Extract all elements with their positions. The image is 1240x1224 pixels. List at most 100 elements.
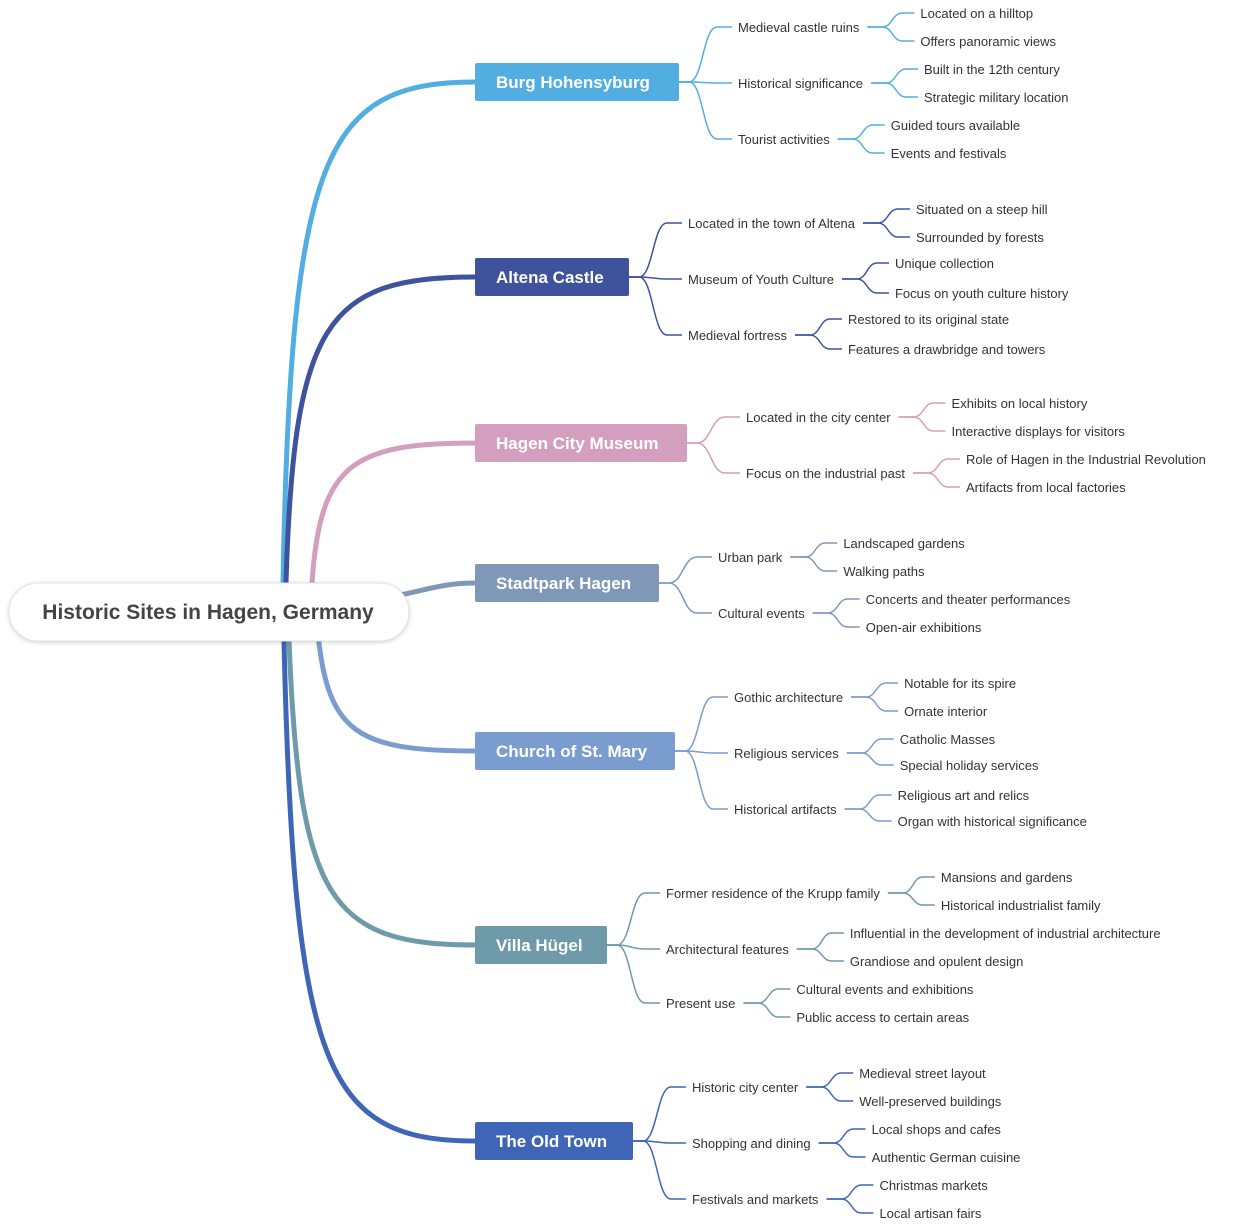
branch-node-villa-h-gel[interactable]: Villa Hügel — [475, 926, 607, 964]
leaf-node-concerts-and-theater-performances[interactable]: Concerts and theater performances — [866, 592, 1071, 607]
root-title: Historic Sites in Hagen, Germany — [42, 601, 374, 624]
subtopic-node-religious-services[interactable]: Religious services — [734, 746, 839, 761]
subtopic-node-gothic-architecture[interactable]: Gothic architecture — [734, 690, 843, 705]
subtopic-label: Tourist activities — [738, 132, 830, 147]
branch-node-stadtpark-hagen[interactable]: Stadtpark Hagen — [475, 564, 659, 602]
subtopic-node-tourist-activities[interactable]: Tourist activities — [738, 132, 830, 147]
subtopic-node-present-use[interactable]: Present use — [666, 996, 735, 1011]
branch-node-altena-castle[interactable]: Altena Castle — [475, 258, 629, 296]
leaf-connector — [912, 472, 960, 488]
leaf-node-well-preserved-buildings[interactable]: Well-preserved buildings — [859, 1094, 1002, 1109]
branch-node-church-of-st-mary[interactable]: Church of St. Mary — [475, 732, 675, 770]
leaf-node-artifacts-from-local-factories[interactable]: Artifacts from local factories — [966, 480, 1126, 495]
subtopic-connector — [659, 556, 712, 584]
leaf-connector — [812, 612, 860, 628]
subtopic-label: Historical significance — [738, 76, 863, 91]
leaf-node-exhibits-on-local-history[interactable]: Exhibits on local history — [952, 396, 1088, 411]
leaf-node-walking-paths[interactable]: Walking paths — [843, 564, 925, 579]
leaf-node-restored-to-its-original-state[interactable]: Restored to its original state — [848, 312, 1009, 327]
leaf-node-christmas-markets[interactable]: Christmas markets — [879, 1178, 988, 1193]
leaf-node-guided-tours-available[interactable]: Guided tours available — [891, 118, 1020, 133]
leaf-node-mansions-and-gardens[interactable]: Mansions and gardens — [941, 870, 1073, 885]
branch-node-label: Burg Hohensyburg — [496, 73, 650, 92]
subtopic-node-medieval-castle-ruins[interactable]: Medieval castle ruins — [738, 20, 860, 35]
leaf-node-role-of-hagen-in-the-industrial-revolution[interactable]: Role of Hagen in the Industrial Revoluti… — [966, 452, 1206, 467]
leaf-node-events-and-festivals[interactable]: Events and festivals — [891, 146, 1007, 161]
subtopic-node-architectural-features[interactable]: Architectural features — [666, 942, 789, 957]
leaf-node-catholic-masses[interactable]: Catholic Masses — [900, 732, 996, 747]
branch-node-burg-hohensyburg[interactable]: Burg Hohensyburg — [475, 63, 679, 101]
branch-node-label: Church of St. Mary — [496, 742, 648, 761]
branch-node-label: The Old Town — [496, 1132, 607, 1151]
leaf-node-built-in-the-12th-century[interactable]: Built in the 12th century — [924, 62, 1060, 77]
branch-node-box — [475, 424, 687, 462]
subtopic-node-historical-significance[interactable]: Historical significance — [738, 76, 863, 91]
leaf-node-grandiose-and-opulent-design[interactable]: Grandiose and opulent design — [850, 954, 1023, 969]
subtopic-node-former-residence-of-the-krupp-family[interactable]: Former residence of the Krupp family — [666, 886, 880, 901]
leaf-connector — [794, 318, 842, 336]
subtopic-node-focus-on-the-industrial-past[interactable]: Focus on the industrial past — [746, 466, 905, 481]
subtopic-label: Located in the town of Altena — [688, 216, 856, 231]
subtopic-label: Medieval fortress — [688, 328, 787, 343]
subtopic-node-urban-park[interactable]: Urban park — [718, 550, 783, 565]
leaf-connector — [846, 752, 894, 766]
leaf-node-public-access-to-certain-areas[interactable]: Public access to certain areas — [796, 1010, 969, 1025]
leaf-node-strategic-military-location[interactable]: Strategic military location — [924, 90, 1069, 105]
leaf-connector — [898, 402, 946, 418]
leaf-node-cultural-events-and-exhibitions[interactable]: Cultural events and exhibitions — [796, 982, 974, 997]
branch-connector-stadtpark-hagen — [397, 580, 478, 598]
leaf-node-notable-for-its-spire[interactable]: Notable for its spire — [904, 676, 1016, 691]
subtopic-connector — [679, 26, 732, 83]
subtopic-node-historical-artifacts[interactable]: Historical artifacts — [734, 802, 837, 817]
leaf-node-local-shops-and-cafes[interactable]: Local shops and cafes — [872, 1122, 1002, 1137]
root-node[interactable]: Historic Sites in Hagen, Germany — [8, 582, 410, 642]
subtopic-node-festivals-and-markets[interactable]: Festivals and markets — [692, 1192, 819, 1207]
leaf-node-interactive-displays-for-visitors[interactable]: Interactive displays for visitors — [952, 424, 1126, 439]
leaf-node-medieval-street-layout[interactable]: Medieval street layout — [859, 1066, 986, 1081]
leaf-connector — [846, 738, 894, 754]
leaf-connector — [790, 556, 838, 572]
leaf-node-organ-with-historical-significance[interactable]: Organ with historical significance — [898, 814, 1087, 829]
leaf-node-authentic-german-cuisine[interactable]: Authentic German cuisine — [872, 1150, 1021, 1165]
leaf-connector — [743, 1002, 791, 1018]
subtopic-label: Historic city center — [692, 1080, 799, 1095]
leaf-node-open-air-exhibitions[interactable]: Open-air exhibitions — [866, 620, 982, 635]
subtopic-node-museum-of-youth-culture[interactable]: Museum of Youth Culture — [688, 272, 834, 287]
leaf-node-religious-art-and-relics[interactable]: Religious art and relics — [898, 788, 1030, 803]
subtopic-connector — [679, 81, 732, 140]
leaf-node-ornate-interior[interactable]: Ornate interior — [904, 704, 988, 719]
leaf-connector — [837, 138, 885, 154]
subtopic-node-historic-city-center[interactable]: Historic city center — [692, 1080, 799, 1095]
leaf-node-historical-industrialist-family[interactable]: Historical industrialist family — [941, 898, 1101, 913]
leaf-connector — [826, 1198, 874, 1214]
leaf-node-influential-in-the-development-of-industrial-architecture[interactable]: Influential in the development of indust… — [850, 926, 1161, 941]
leaf-connector — [841, 278, 889, 294]
leaf-connector — [844, 794, 892, 810]
subtopic-node-shopping-and-dining[interactable]: Shopping and dining — [692, 1136, 811, 1151]
subtopic-node-cultural-events[interactable]: Cultural events — [718, 606, 805, 621]
leaf-node-special-holiday-services[interactable]: Special holiday services — [900, 758, 1039, 773]
branch-node-the-old-town[interactable]: The Old Town — [475, 1122, 633, 1160]
root-node-box — [8, 582, 410, 642]
leaf-connector — [826, 1184, 874, 1200]
leaf-node-focus-on-youth-culture-history[interactable]: Focus on youth culture history — [895, 286, 1069, 301]
leaf-connector — [851, 682, 899, 698]
leaf-node-landscaped-gardens[interactable]: Landscaped gardens — [843, 536, 965, 551]
leaf-node-local-artisan-fairs[interactable]: Local artisan fairs — [879, 1206, 981, 1221]
leaf-node-surrounded-by-forests[interactable]: Surrounded by forests — [916, 230, 1044, 245]
subtopic-node-located-in-the-city-center[interactable]: Located in the city center — [746, 410, 891, 425]
leaf-node-unique-collection[interactable]: Unique collection — [895, 256, 994, 271]
leaf-node-situated-on-a-steep-hill[interactable]: Situated on a steep hill — [916, 202, 1048, 217]
subtopic-label: Shopping and dining — [692, 1136, 811, 1151]
leaf-node-offers-panoramic-views[interactable]: Offers panoramic views — [920, 34, 1056, 49]
subtopic-label: Urban park — [718, 550, 783, 565]
branch-node-hagen-city-museum[interactable]: Hagen City Museum — [475, 424, 687, 462]
subtopic-node-medieval-fortress[interactable]: Medieval fortress — [688, 328, 787, 343]
leaf-node-located-on-a-hilltop[interactable]: Located on a hilltop — [920, 6, 1033, 21]
leaf-node-features-a-drawbridge-and-towers[interactable]: Features a drawbridge and towers — [848, 342, 1046, 357]
leaf-connector — [796, 932, 844, 950]
subtopic-label: Focus on the industrial past — [746, 466, 905, 481]
subtopic-node-located-in-the-town-of-altena[interactable]: Located in the town of Altena — [688, 216, 856, 231]
subtopic-connector — [687, 442, 740, 474]
